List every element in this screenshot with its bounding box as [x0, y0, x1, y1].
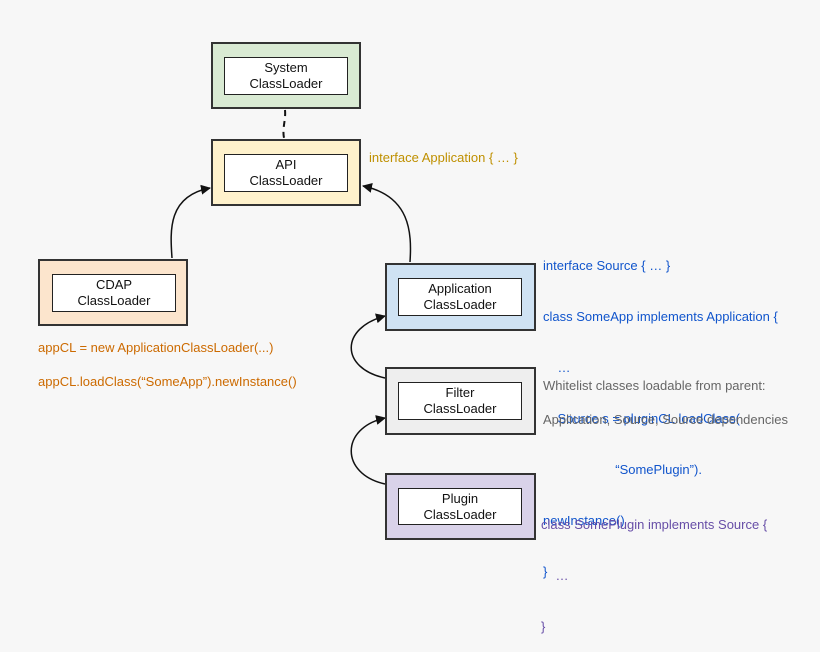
- app-code-line: newInstance(): [543, 513, 625, 528]
- app-code-line: …: [543, 360, 571, 375]
- system-api-dashed-edge: [282, 109, 287, 139]
- application-to-api-arrow: [362, 182, 412, 263]
- system-classloader-box: System ClassLoader: [224, 57, 348, 95]
- plugin-code-line: …: [541, 568, 569, 583]
- app-code-line: Source s = pluginCL.loadClass(: [543, 411, 740, 426]
- filter-line2: ClassLoader: [423, 401, 497, 416]
- plugin-line1: Plugin: [441, 490, 479, 506]
- api-classloader-box: API ClassLoader: [224, 154, 348, 192]
- cdap-classloader-box: CDAP ClassLoader: [52, 274, 176, 312]
- application-line1: Application: [428, 281, 492, 296]
- cdap-note-line1: appCL = new ApplicationClassLoader(...): [38, 340, 274, 355]
- api-line2: ClassLoader: [249, 173, 323, 188]
- app-code-line: interface Source { … }: [543, 258, 671, 273]
- cdap-line2: ClassLoader: [77, 293, 151, 308]
- system-line2: ClassLoader: [249, 76, 323, 91]
- filter-classloader-box: Filter ClassLoader: [398, 382, 522, 420]
- cdap-note-line2: appCL.loadClass(“SomeApp”).newInstance(): [38, 374, 297, 389]
- filter-to-application-arrow: [350, 313, 386, 379]
- application-line2: ClassLoader: [423, 297, 497, 312]
- app-code-line: “SomePlugin”).: [543, 462, 702, 477]
- application-code-note: interface Source { … } class SomeApp imp…: [543, 223, 778, 597]
- filter-line1: Filter: [445, 385, 475, 400]
- filter-note-line2: Application, Source, Source dependencies: [543, 412, 788, 427]
- plugin-code-note: class SomePlugin implements Source { … }: [541, 482, 767, 652]
- cdap-line1: CDAP: [95, 277, 133, 292]
- filter-note-line1: Whitelist classes loadable from parent:: [543, 378, 766, 393]
- cdap-to-api-arrow: [170, 184, 211, 259]
- application-classloader-box: Application ClassLoader: [398, 278, 522, 316]
- plugin-code-line: }: [541, 619, 546, 634]
- app-code-line: class SomeApp implements Application {: [543, 309, 778, 324]
- plugin-code-line: class SomePlugin implements Source {: [541, 517, 768, 532]
- plugin-to-filter-arrow: [350, 415, 386, 485]
- system-line1: System: [264, 60, 308, 75]
- api-line1: API: [275, 157, 297, 172]
- plugin-classloader-box: Plugin ClassLoader: [398, 488, 522, 525]
- api-interface-note: interface Application { … }: [369, 150, 518, 165]
- plugin-line2: ClassLoader: [423, 506, 497, 522]
